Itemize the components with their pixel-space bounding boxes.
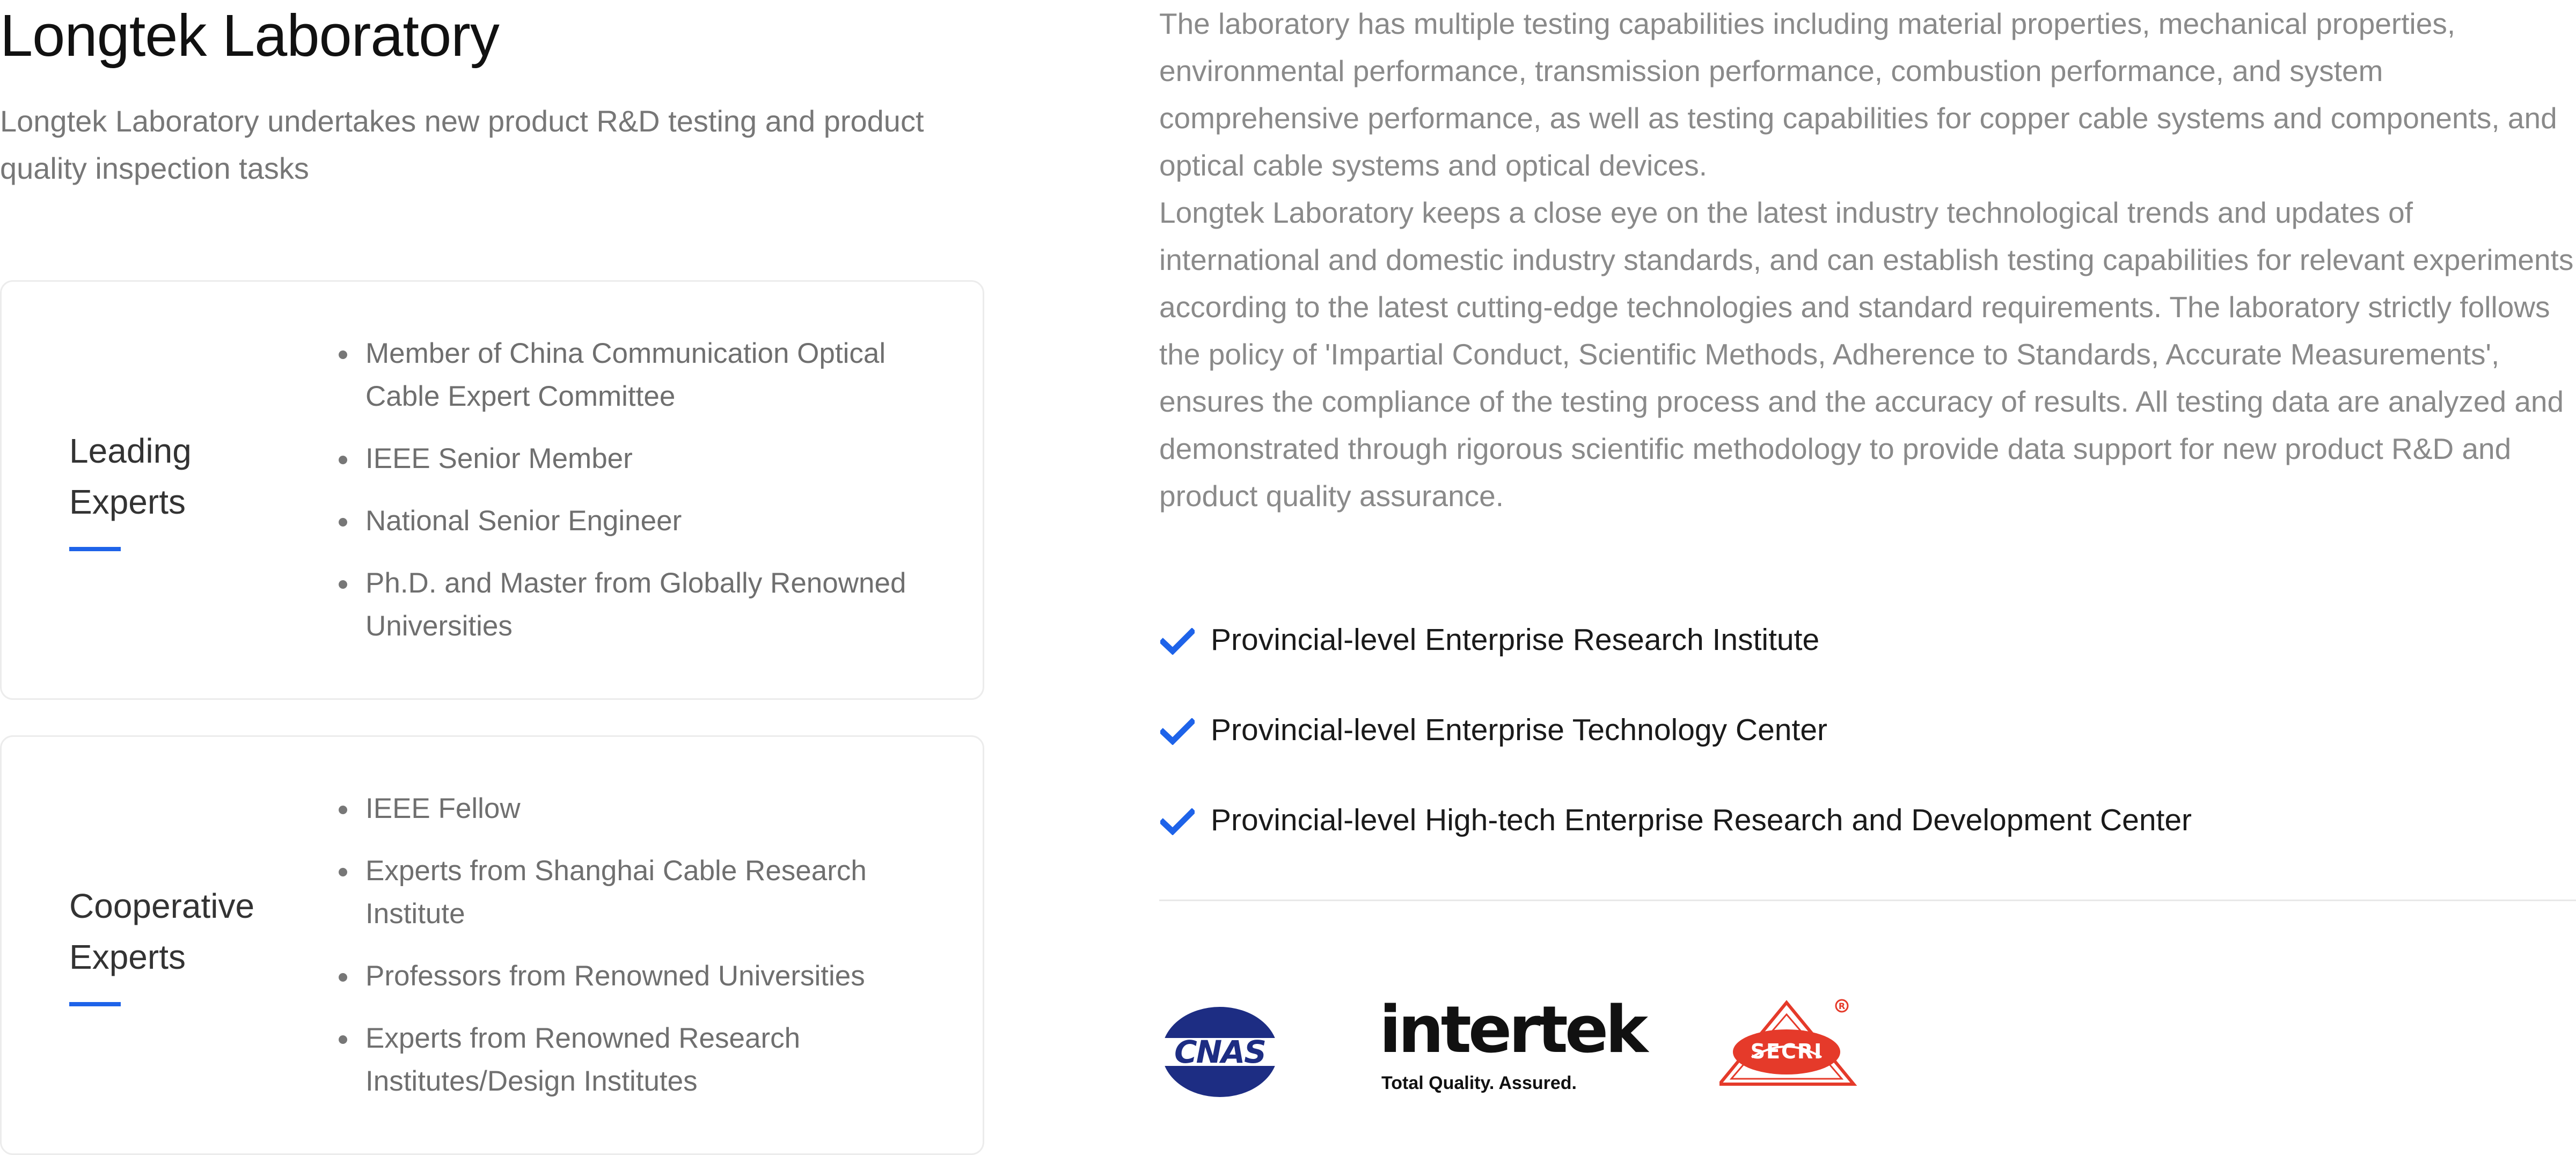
- check-icon: [1160, 808, 1195, 835]
- list-item: Member of China Communication Optical Ca…: [338, 332, 944, 418]
- page-title: Longtek Laboratory: [0, 3, 500, 69]
- check-icon: [1160, 628, 1195, 655]
- svg-text:CNAS: CNAS: [1174, 1034, 1265, 1070]
- cnas-logo: CNAS: [1159, 1007, 1280, 1097]
- qualification-item: Provincial-level High-tech Enterprise Re…: [1159, 799, 2192, 842]
- secri-logo: SECRI R: [1719, 999, 1857, 1086]
- leading-experts-list: Member of China Communication Optical Ca…: [338, 332, 944, 667]
- intertek-wordmark: intertek: [1379, 993, 1648, 1068]
- list-item: National Senior Engineer: [338, 500, 944, 543]
- qualification-label: Provincial-level Enterprise Research Ins…: [1211, 623, 1820, 657]
- qualification-label: Provincial-level Enterprise Technology C…: [1211, 713, 1828, 747]
- list-item: Professors from Renowned Universities: [338, 955, 944, 998]
- heading-accent-bar: [69, 1002, 121, 1006]
- qualification-label: Provincial-level High-tech Enterprise Re…: [1211, 803, 2192, 837]
- intertek-tagline: Total Quality. Assured.: [1381, 1073, 1577, 1093]
- description-paragraph: Longtek Laboratory keeps a close eye on …: [1159, 196, 2574, 513]
- qualification-item: Provincial-level Enterprise Research Ins…: [1159, 618, 2192, 661]
- certification-logos: CNAS intertek Total Quality. Assured. SE…: [1159, 998, 1911, 1106]
- page-subtitle: Longtek Laboratory undertakes new produc…: [0, 104, 924, 185]
- card-heading-leading-experts: Leading Experts: [69, 432, 192, 521]
- description-paragraph: The laboratory has multiple testing capa…: [1159, 7, 2557, 182]
- section-divider: [1159, 900, 2576, 901]
- cooperative-experts-card: Cooperative Experts IEEE Fellow Experts …: [0, 735, 984, 1155]
- list-item: Experts from Renowned Research Institute…: [338, 1017, 944, 1103]
- check-icon: [1160, 718, 1195, 745]
- list-item: Experts from Shanghai Cable Research Ins…: [338, 850, 944, 935]
- leading-experts-card: Leading Experts Member of China Communic…: [0, 280, 984, 700]
- svg-text:SECRI: SECRI: [1751, 1040, 1823, 1063]
- svg-text:R: R: [1839, 1001, 1845, 1011]
- card-heading-cooperative-experts: Cooperative Experts: [69, 887, 255, 976]
- cooperative-experts-list: IEEE Fellow Experts from Shanghai Cable …: [338, 787, 944, 1122]
- list-item: IEEE Fellow: [338, 787, 944, 830]
- qualification-list: Provincial-level Enterprise Research Ins…: [1159, 618, 2192, 889]
- heading-accent-bar: [69, 547, 121, 551]
- list-item: IEEE Senior Member: [338, 437, 944, 480]
- qualification-item: Provincial-level Enterprise Technology C…: [1159, 708, 2192, 751]
- list-item: Ph.D. and Master from Globally Renowned …: [338, 562, 944, 648]
